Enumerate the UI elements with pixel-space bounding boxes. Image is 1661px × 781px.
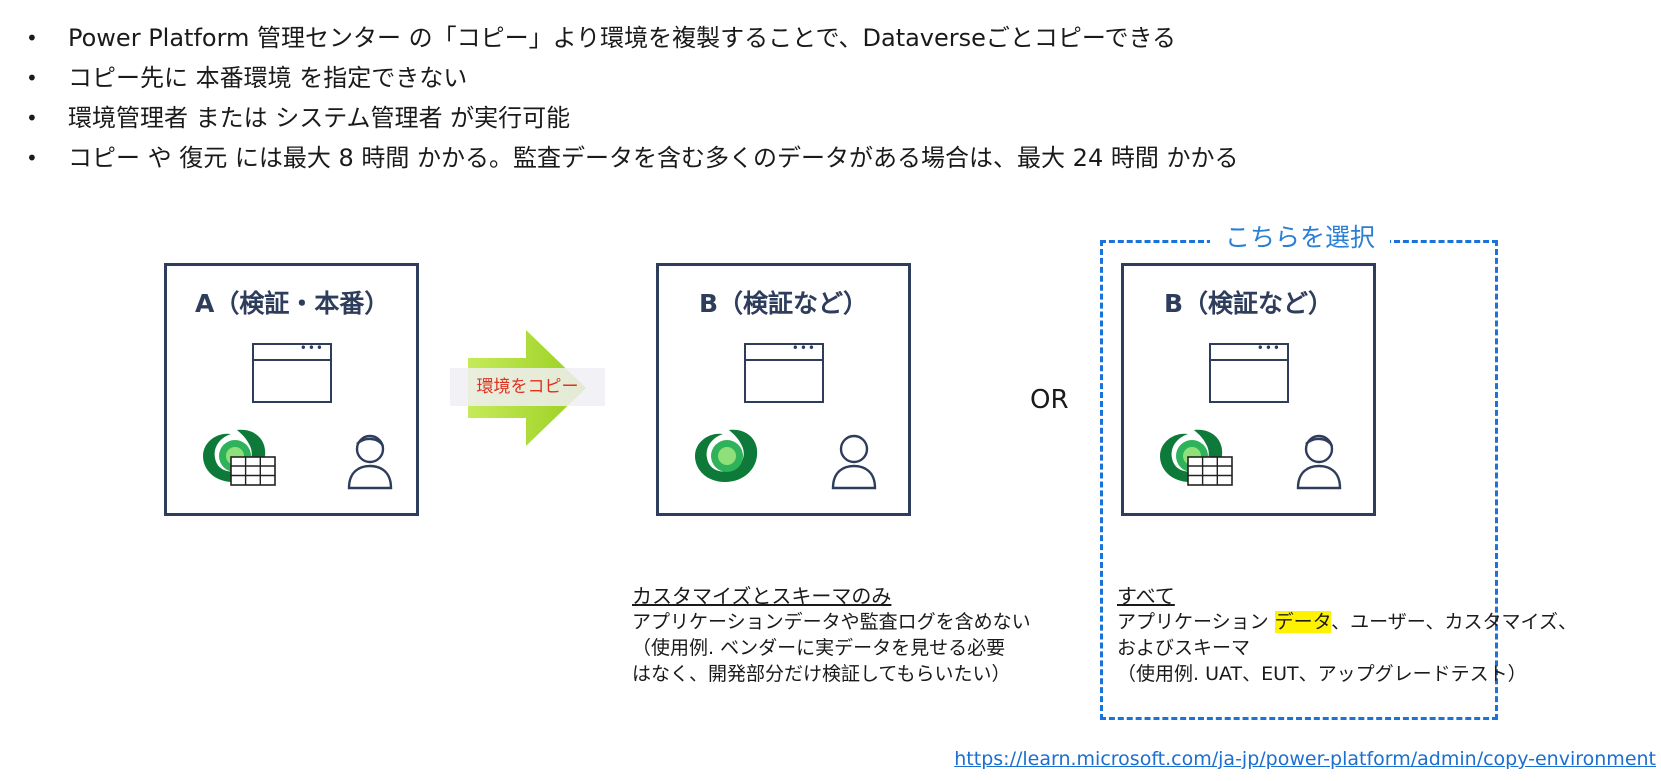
environment-b-full-description: すべて アプリケーション データ、ユーザー、カスタマイズ、 およびスキーマ （使… xyxy=(1117,583,1577,687)
bullet-text: コピー先に 本番環境 を指定できない xyxy=(68,64,468,92)
bullet-text: コピー や 復元 には最大 8 時間 かかる。監査データを含む多くのデータがある… xyxy=(68,144,1239,172)
description-line: はなく、開発部分だけ検証してもらいたい） xyxy=(632,663,1011,685)
person-icon xyxy=(1296,434,1342,490)
description-text: 、ユーザー、カスタマイズ、 xyxy=(1331,611,1577,633)
description-line: およびスキーマ xyxy=(1117,637,1251,659)
copy-environment-doc-link[interactable]: https://learn.microsoft.com/ja-jp/power-… xyxy=(954,748,1656,770)
environment-b-schema-box: B（検証など） ••• xyxy=(656,263,911,516)
environment-a-title: A（検証・本番） xyxy=(195,289,390,318)
description-line: アプリケーションデータや監査ログを含めない xyxy=(632,611,1031,633)
bullet-item: • コピー や 復元 には最大 8 時間 かかる。監査データを含む多くのデータがあ… xyxy=(26,138,1326,178)
environment-b-title: B（検証など） xyxy=(699,289,869,318)
description-heading: すべて xyxy=(1117,584,1175,608)
description-line: （使用例. ベンダーに実データを見せる必要 xyxy=(632,637,1006,659)
description-line: （使用例. UAT、EUT、アップグレードテスト） xyxy=(1117,663,1527,685)
person-icon xyxy=(347,434,393,490)
browser-window-icon: ••• xyxy=(1209,342,1289,403)
description-text: アプリケーション xyxy=(1117,611,1275,633)
bullet-item: • Power Platform 管理センター の「コピー」より環境を複製すること… xyxy=(26,18,1326,58)
bullet-text: 環境管理者 または システム管理者 が実行可能 xyxy=(68,104,571,132)
environment-b-title: B（検証など） xyxy=(1164,289,1334,318)
person-icon xyxy=(831,434,877,490)
bullet-marker: • xyxy=(26,66,38,90)
or-label: OR xyxy=(1030,385,1069,415)
description-heading: カスタマイズとスキーマのみ xyxy=(632,584,892,608)
browser-window-icon: ••• xyxy=(744,342,824,403)
selection-label: こちらを選択 xyxy=(1224,223,1375,252)
browser-window-icon: ••• xyxy=(252,342,332,403)
environment-b-full-box: B（検証など） ••• xyxy=(1121,263,1376,516)
highlighted-data-text: データ xyxy=(1274,611,1332,633)
bullet-marker: • xyxy=(26,146,38,170)
table-grid-icon xyxy=(230,456,276,486)
arrow-label: 環境をコピー xyxy=(476,377,579,397)
bullet-marker: • xyxy=(26,106,38,130)
dataverse-logo-icon xyxy=(695,429,758,482)
bullet-item: • 環境管理者 または システム管理者 が実行可能 xyxy=(26,98,1326,138)
table-grid-icon xyxy=(1187,456,1233,486)
bullet-marker: • xyxy=(26,26,38,50)
description-line: アプリケーション データ、ユーザー、カスタマイズ、 xyxy=(1117,609,1577,635)
environment-b-schema-description: カスタマイズとスキーマのみ アプリケーションデータや監査ログを含めない （使用例… xyxy=(632,583,1031,687)
arrow-label-background xyxy=(450,368,605,406)
selection-label-background xyxy=(1210,218,1390,258)
bullet-text: Power Platform 管理センター の「コピー」より環境を複製することで… xyxy=(68,24,1176,52)
bullet-list: • Power Platform 管理センター の「コピー」より環境を複製すること… xyxy=(26,18,1326,178)
bullet-item: • コピー先に 本番環境 を指定できない xyxy=(26,58,1326,98)
environment-a-box: A（検証・本番） ••• xyxy=(164,263,419,516)
